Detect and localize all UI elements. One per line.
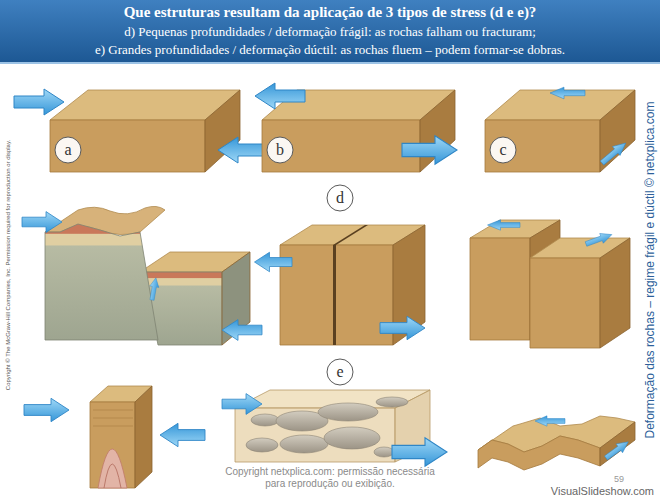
label-circle: e — [326, 358, 354, 386]
copyright-note: Copyright © The McGraw-Hill Companies, I… — [5, 140, 12, 390]
fracture-block — [333, 245, 336, 345]
block-tension — [255, 83, 457, 172]
pebble-block — [318, 403, 378, 421]
folded-slab — [93, 410, 133, 426]
pebble-block — [222, 394, 262, 415]
circle-outline — [327, 185, 353, 211]
folded-slab — [90, 402, 135, 488]
side-caption: Deformação das rochas – regime frágil e … — [643, 102, 657, 439]
subtitle-line: e) Grandes profundidades / deformação dú… — [0, 41, 660, 58]
strike-slip-block — [530, 258, 600, 348]
circle-outline — [55, 137, 81, 163]
block-compression — [218, 137, 268, 163]
fault-block — [222, 320, 262, 341]
strike-slip-block — [470, 238, 530, 340]
fracture-block — [255, 252, 293, 272]
fracture-block — [255, 225, 426, 345]
wavy-block — [603, 437, 632, 462]
folded-slab — [98, 449, 127, 488]
subtitle-line: d) Pequenas profundidades / deformação f… — [0, 23, 660, 40]
label-circle: c — [489, 136, 517, 164]
block-compression — [14, 89, 64, 115]
fault-block — [148, 277, 161, 301]
pebble-block — [246, 438, 278, 452]
fracture-block — [380, 316, 425, 339]
pebble-block — [324, 427, 380, 449]
strike-slip-block — [600, 238, 630, 348]
circle-letter: c — [499, 141, 506, 159]
pebble-block — [222, 390, 447, 466]
strike-slip-block — [488, 220, 521, 230]
circle-letter: e — [336, 363, 343, 381]
circle-letter: d — [336, 189, 344, 207]
block-shear — [550, 87, 585, 99]
pebble-block — [251, 414, 279, 426]
folded-slab — [104, 464, 121, 488]
watermark: VisualSlideshow.com — [551, 485, 654, 498]
fault-block — [22, 206, 262, 345]
wavy-block — [478, 416, 635, 470]
block-tension — [402, 136, 457, 165]
fracture-block — [333, 225, 368, 245]
fault-block — [22, 212, 62, 233]
header-rule — [0, 62, 660, 64]
block-compression — [14, 89, 268, 172]
block-shear — [485, 87, 635, 172]
block-compression — [50, 120, 205, 172]
circle-letter: b — [276, 141, 284, 159]
header-band — [0, 0, 660, 62]
label-circle: b — [266, 136, 294, 164]
page-number: 59 — [614, 474, 624, 484]
pebble-block — [376, 397, 408, 407]
folded-slab — [135, 386, 152, 488]
pebble-block — [374, 447, 394, 457]
circle-outline — [490, 137, 516, 163]
pebble-block — [392, 438, 447, 467]
folded-slab — [24, 386, 205, 488]
folded-slab — [24, 398, 69, 421]
wavy-block — [600, 422, 635, 466]
circle-outline — [267, 137, 293, 163]
block-shear — [598, 139, 629, 168]
block-tension — [262, 120, 420, 172]
block-shear — [485, 120, 600, 172]
pebble-block — [280, 435, 328, 453]
block-tension — [255, 83, 305, 109]
slide-title: Que estruturas resultam da aplicação de … — [0, 3, 660, 21]
circle-outline — [327, 359, 353, 385]
wavy-block — [478, 436, 600, 470]
fault-block — [45, 224, 158, 340]
circle-letter: a — [64, 141, 71, 159]
strike-slip-block — [470, 220, 630, 348]
label-circle: a — [54, 136, 82, 164]
folded-slab — [160, 423, 205, 446]
watermark: Copyright netxplica.com: permissão neces… — [225, 466, 435, 490]
strike-slip-block — [584, 230, 613, 249]
label-circle: d — [326, 184, 354, 212]
fracture-block — [280, 245, 393, 345]
wavy-block — [535, 416, 565, 426]
